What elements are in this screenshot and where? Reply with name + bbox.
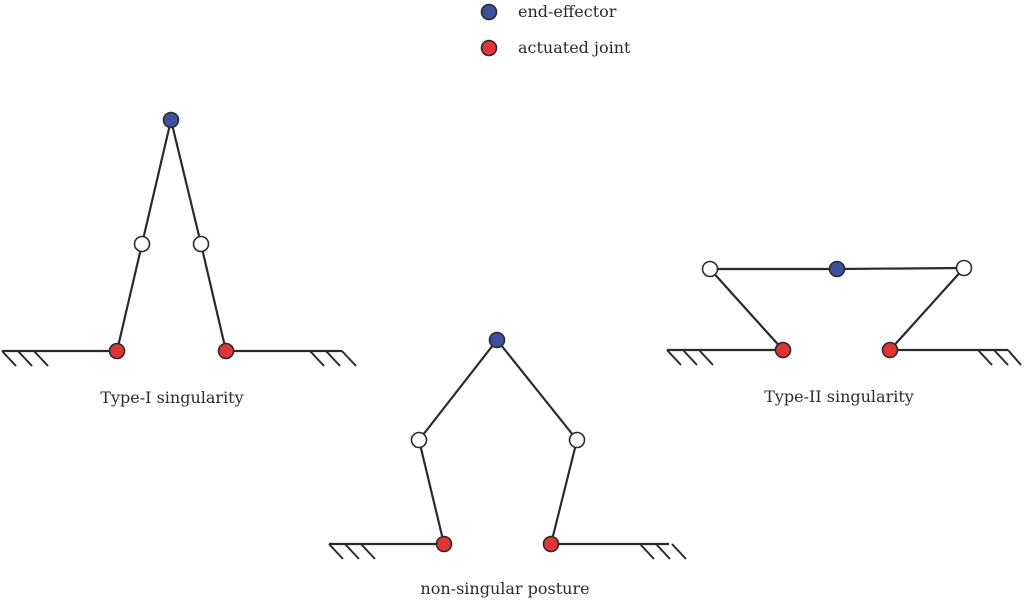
type1-passive-joint-right	[192, 235, 210, 253]
type1-diagram: Type-I singularity	[1, 111, 357, 407]
legend-end-effector-label: end-effector	[518, 2, 617, 21]
nonsingular-diagram: non-singular posture	[328, 331, 687, 598]
type2-ground-left-hatch	[666, 349, 714, 366]
type2-end-effector	[828, 260, 846, 278]
nonsingular-actuated-joint-right	[542, 535, 560, 553]
type2-caption: Type-II singularity	[764, 387, 914, 406]
nonsingular-actuated-joint-left	[435, 535, 453, 553]
type2-link-left-lower	[708, 267, 785, 352]
type2-passive-joint-left	[701, 260, 719, 278]
type2-passive-joint-right	[955, 259, 973, 277]
type1-link-left-upper	[140, 118, 173, 246]
type2-link-right-lower	[888, 266, 966, 352]
nonsingular-ground-left-hatch	[328, 543, 376, 560]
nonsingular-passive-joint-left	[410, 431, 428, 449]
type1-link-left-lower	[115, 242, 144, 353]
legend-actuated-joint-marker	[480, 39, 498, 57]
nonsingular-ground-right-hatch	[639, 543, 687, 560]
type1-passive-joint-left	[133, 235, 151, 253]
type1-actuated-joint-left	[108, 342, 126, 360]
nonsingular-link-left-upper	[417, 338, 499, 442]
type2-diagram: Type-II singularity	[666, 259, 1022, 406]
type2-link-right-upper	[835, 266, 966, 271]
legend-actuated-joint-label: actuated joint	[518, 38, 631, 57]
type1-link-right-upper	[169, 118, 203, 246]
type2-actuated-joint-right	[881, 341, 899, 359]
type1-end-effector	[162, 111, 180, 129]
type1-ground-left-hatch	[1, 350, 49, 367]
type1-link-right-lower	[199, 242, 228, 353]
type2-ground-right-hatch	[977, 349, 1022, 366]
nonsingular-end-effector	[488, 331, 506, 349]
type1-actuated-joint-right	[217, 342, 235, 360]
nonsingular-link-left-lower	[417, 438, 446, 546]
type1-caption: Type-I singularity	[100, 388, 243, 407]
type1-ground-right-hatch	[309, 350, 357, 367]
nonsingular-passive-joint-right	[568, 431, 586, 449]
nonsingular-caption: non-singular posture	[420, 579, 589, 598]
legend-end-effector-marker	[480, 3, 498, 21]
nonsingular-link-right-upper	[495, 338, 579, 442]
type2-actuated-joint-left	[774, 341, 792, 359]
legend: end-effector actuated joint	[480, 2, 631, 57]
nonsingular-link-right-lower	[549, 438, 579, 546]
